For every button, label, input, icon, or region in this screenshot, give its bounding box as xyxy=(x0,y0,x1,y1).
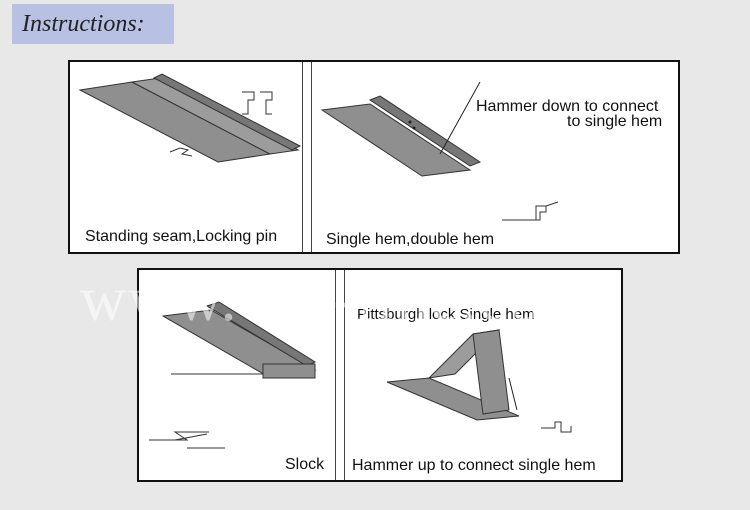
standing-seam-illustration xyxy=(78,73,559,221)
slock-caption: Slock xyxy=(285,456,325,473)
hammer-down-note-line1: Hammer down to connect xyxy=(476,98,659,115)
hammer-up-caption: Hammer up to connect single hem xyxy=(352,457,596,474)
pittsburgh-lock-title: Pittsburgh lock Single hem xyxy=(357,306,535,323)
bottom-panel: Slock Pittsburgh lock Single hem Hammer … xyxy=(137,268,623,482)
panel-divider xyxy=(302,62,312,252)
panel-divider xyxy=(335,270,345,480)
slock-illustration xyxy=(149,301,572,449)
standing-seam-caption: Standing seam,Locking pin xyxy=(85,228,278,245)
top-panel: Standing seam,Locking pin Hammer down to… xyxy=(68,60,680,254)
instructions-title: Instructions: xyxy=(12,4,174,44)
hammer-down-note-line2: to single hem xyxy=(567,113,663,130)
single-hem-caption: Single hem,double hem xyxy=(326,231,495,248)
